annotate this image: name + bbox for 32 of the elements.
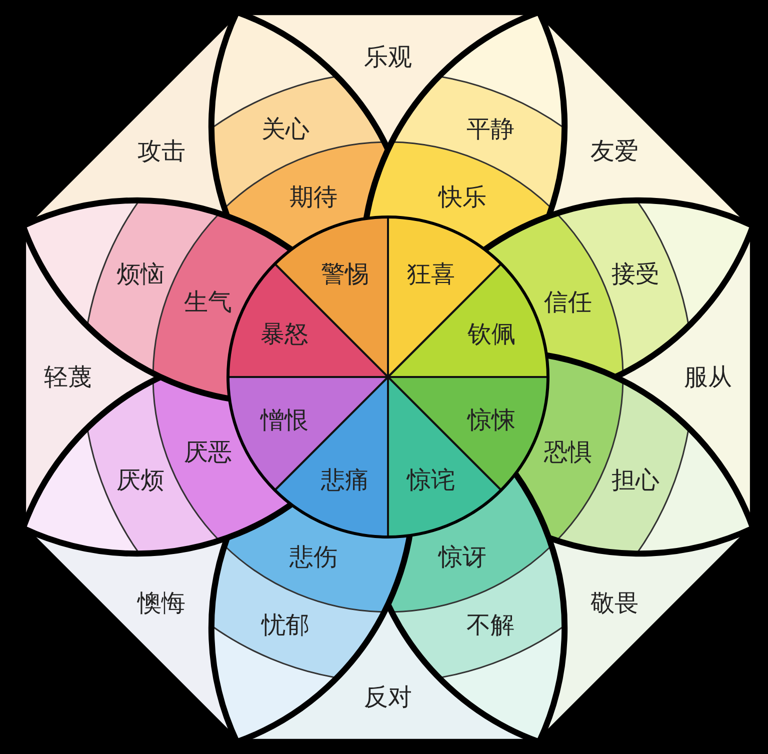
emotion-label: 憎恨 <box>260 406 309 434</box>
emotion-label: 反对 <box>364 684 412 710</box>
emotion-label: 友爱 <box>590 138 638 164</box>
emotion-label: 平静 <box>466 116 515 143</box>
emotion-label: 暴怒 <box>260 320 309 348</box>
emotion-label: 狂喜 <box>406 260 455 287</box>
emotion-label: 恐惧 <box>544 438 592 465</box>
emotion-label: 轻蔑 <box>44 364 92 390</box>
emotion-label: 惊讶 <box>438 544 487 570</box>
emotion-label: 不解 <box>466 611 515 638</box>
emotion-label: 快乐 <box>438 184 487 210</box>
emotion-label: 关心 <box>261 116 310 143</box>
emotion-label: 生气 <box>184 289 232 316</box>
emotion-label: 悲伤 <box>289 544 338 570</box>
emotion-label: 信任 <box>544 289 592 316</box>
emotion-label: 接受 <box>612 261 660 288</box>
emotion-label: 期待 <box>289 184 338 210</box>
emotion-label: 烦恼 <box>116 261 164 288</box>
emotion-label: 惊悚 <box>467 406 516 434</box>
emotion-label: 惊诧 <box>406 467 455 494</box>
emotion-label: 忧郁 <box>261 611 310 638</box>
emotion-label: 攻击 <box>138 138 186 164</box>
emotion-label: 乐观 <box>364 44 412 70</box>
emotion-label: 懊悔 <box>138 590 186 616</box>
emotion-label: 钦佩 <box>467 320 516 348</box>
emotion-label: 悲痛 <box>321 467 370 494</box>
emotion-label: 敬畏 <box>590 590 638 616</box>
emotion-label: 厌恶 <box>184 438 232 465</box>
emotion-label: 警惕 <box>321 260 370 287</box>
emotion-label: 厌烦 <box>116 466 164 493</box>
emotion-label: 服从 <box>684 364 732 390</box>
emotion-label: 担心 <box>612 466 660 493</box>
